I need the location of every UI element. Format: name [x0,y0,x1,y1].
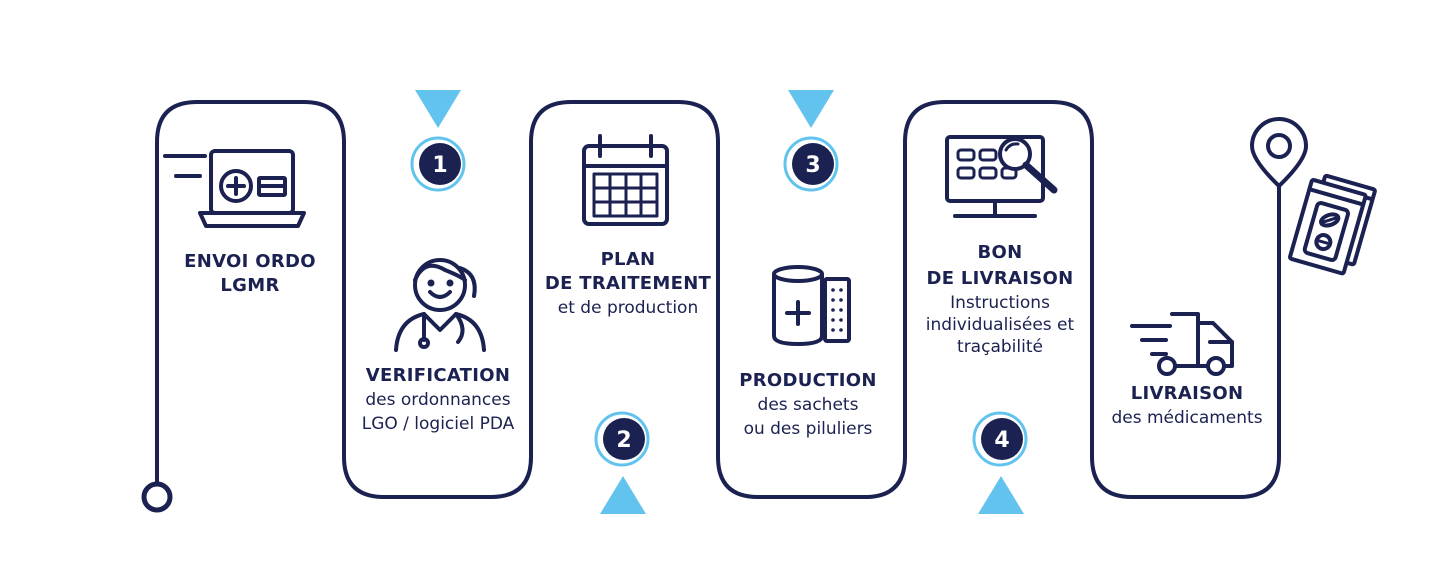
step-subtitle: traçabilité [957,337,1043,357]
arrow-down-icon [415,90,461,128]
step-subtitle: LGO / logiciel PDA [361,414,515,434]
monitor-search-icon [945,135,1058,218]
step-badge-2: 2 [594,411,650,467]
pill-sachet-icon [1288,173,1377,276]
svg-text:3: 3 [805,153,820,178]
step-title: LIVRAISON [1130,383,1244,404]
arrow-down-icon [788,90,834,128]
step-subtitle: des médicaments [1111,408,1263,428]
step-title: LGMR [220,275,280,296]
step-subtitle: individualisées et [925,315,1075,335]
step-title: DE LIVRAISON [926,268,1074,289]
arrow-up-icon [978,476,1024,514]
step-subtitle: ou des piluliers [743,419,873,439]
pharmacist-icon [394,258,486,352]
step-label-plan: PLAN DE TRAITEMENT et de production [530,248,726,320]
step-title: BON [977,242,1023,263]
step-label-livraison: LIVRAISON des médicaments [1092,382,1282,430]
step-title: VERIFICATION [365,365,511,386]
delivery-truck-icon [1130,312,1234,376]
step-label-verification: VERIFICATION des ordonnances LGO / logic… [342,364,534,436]
step-subtitle: Instructions [950,293,1050,313]
step-label-production: PRODUCTION des sachets ou des piluliers [718,369,898,441]
step-label-bon-livraison: BON DE LIVRAISON Instructions individual… [910,240,1090,358]
step-title: ENVOI ORDO [184,251,316,272]
step-title: DE TRAITEMENT [544,273,712,294]
svg-text:1: 1 [432,153,447,178]
step-label-envoi: ENVOI ORDO LGMR [170,250,330,298]
step-subtitle: et de production [557,298,699,318]
laptop-medical-icon [163,149,306,228]
step-title: PLAN [600,249,656,270]
step-title: PRODUCTION [739,370,877,391]
step-subtitle: des ordonnances [365,390,511,410]
step-badge-4: 4 [972,411,1028,467]
pill-roll-icon [772,265,851,346]
location-pin-icon [1250,117,1308,188]
svg-text:4: 4 [994,428,1009,453]
step-badge-1: 1 [410,136,466,192]
calendar-icon [582,134,669,226]
path-start-dot [141,481,173,513]
arrow-up-icon [600,476,646,514]
svg-text:2: 2 [616,428,631,453]
step-subtitle: des sachets [757,395,859,415]
step-badge-3: 3 [783,136,839,192]
workflow-path [155,100,1281,499]
